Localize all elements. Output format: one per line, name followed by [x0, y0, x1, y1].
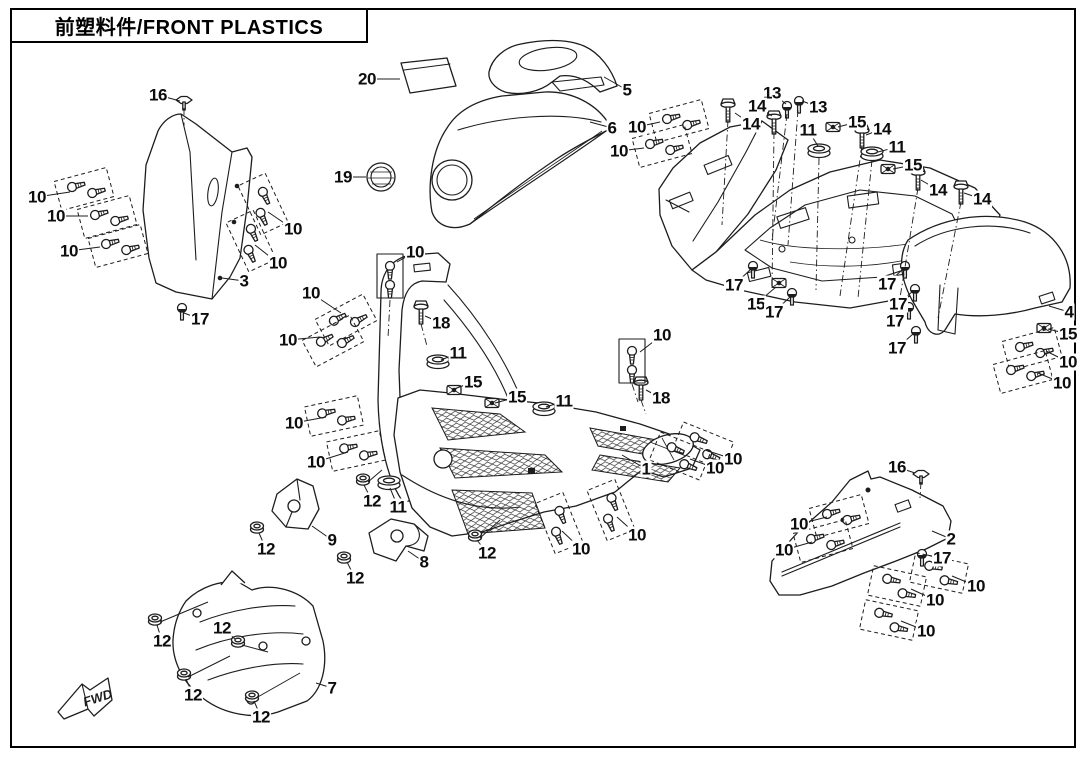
callout-label-17: 17 [764, 302, 784, 322]
callout-label-14: 14 [928, 180, 948, 200]
callout-label-10: 10 [27, 187, 47, 207]
callout-label-17: 17 [932, 548, 952, 568]
callout-label-9: 9 [326, 530, 338, 550]
callout-label-10: 10 [705, 458, 725, 478]
callout-label-10: 10 [723, 449, 743, 469]
callout-label-10: 10 [925, 590, 945, 610]
callout-label-10: 10 [774, 540, 794, 560]
callout-label-11: 11 [887, 137, 907, 157]
callout-label-10: 10 [571, 539, 591, 559]
callout-label-8: 8 [418, 552, 430, 572]
callout-label-12: 12 [152, 631, 172, 651]
fwd-direction-badge: FWD [57, 677, 115, 720]
callout-label-19: 19 [333, 167, 353, 187]
callout-label-10: 10 [609, 141, 629, 161]
callout-label-2: 2 [945, 529, 957, 549]
callout-label-7: 7 [326, 678, 338, 698]
part-4-overfender [900, 215, 1071, 335]
callout-label-10: 10 [284, 413, 304, 433]
callout-label-15: 15 [746, 294, 766, 314]
callout-label-10: 10 [278, 330, 298, 350]
callout-label-17: 17 [877, 274, 897, 294]
callout-label-3: 3 [238, 271, 250, 291]
callout-label-10: 10 [268, 253, 288, 273]
grille-upper [431, 407, 527, 441]
callout-label-18: 18 [651, 388, 671, 408]
callout-label-1: 1 [640, 459, 652, 479]
part-5-intake-pod [488, 39, 618, 95]
callout-label-11: 11 [388, 497, 408, 517]
callout-label-15: 15 [903, 155, 923, 175]
callout-label-10: 10 [1052, 373, 1072, 393]
part-2-sill-panel [769, 470, 952, 596]
callout-label-16: 16 [887, 457, 907, 477]
callout-label-17: 17 [724, 275, 744, 295]
callout-label-10: 10 [966, 576, 986, 596]
callout-label-10: 10 [301, 283, 321, 303]
callout-label-11: 11 [554, 391, 574, 411]
part-20-pad [400, 57, 457, 94]
callout-label-10: 10 [1058, 352, 1078, 372]
callout-label-17: 17 [190, 309, 210, 329]
callout-label-12: 12 [477, 543, 497, 563]
callout-label-10: 10 [59, 241, 79, 261]
callout-label-10: 10 [283, 219, 303, 239]
callout-label-13: 13 [808, 97, 828, 117]
callout-label-10: 10 [627, 525, 647, 545]
part-9-cover [271, 478, 320, 530]
callout-label-12: 12 [212, 618, 232, 638]
callout-label-20: 20 [357, 69, 377, 89]
part-3-side-panel [142, 113, 253, 300]
callout-label-6: 6 [606, 118, 618, 138]
callout-label-11: 11 [798, 120, 818, 140]
assembly-centerlines [159, 108, 962, 699]
part-19-emblem [366, 162, 396, 192]
part-6-hood [429, 91, 611, 229]
callout-label-17: 17 [887, 338, 907, 358]
callout-label-12: 12 [251, 707, 271, 727]
callout-label-10: 10 [627, 117, 647, 137]
callout-label-11: 11 [448, 343, 468, 363]
callout-label-16: 16 [148, 85, 168, 105]
part-1-front-fascia [393, 389, 701, 537]
callout-label-10: 10 [405, 242, 425, 262]
callout-label-15: 15 [1058, 324, 1078, 344]
callout-label-13: 13 [762, 83, 782, 103]
callout-label-10: 10 [789, 514, 809, 534]
callout-label-14: 14 [747, 96, 767, 116]
callout-label-15: 15 [507, 387, 527, 407]
callout-label-10: 10 [916, 621, 936, 641]
callout-label-12: 12 [256, 539, 276, 559]
grille-lower [451, 489, 546, 535]
page-border [10, 8, 1076, 748]
title-box: 前塑料件/FRONT PLASTICS [10, 8, 368, 43]
callout-label-17: 17 [885, 311, 905, 331]
callout-label-10: 10 [46, 206, 66, 226]
callout-label-10: 10 [306, 452, 326, 472]
callout-label-14: 14 [741, 114, 761, 134]
callout-label-15: 15 [463, 372, 483, 392]
callout-label-4: 4 [1063, 302, 1075, 322]
page-title: 前塑料件/FRONT PLASTICS [54, 17, 324, 39]
part-8-cover [368, 518, 429, 562]
callout-label-15: 15 [847, 112, 867, 132]
callout-label-18: 18 [431, 313, 451, 333]
callout-label-17: 17 [888, 294, 908, 314]
callout-label-12: 12 [362, 491, 382, 511]
callout-label-14: 14 [972, 189, 992, 209]
callout-label-12: 12 [183, 685, 203, 705]
callout-label-12: 12 [345, 568, 365, 588]
callout-label-5: 5 [621, 80, 633, 100]
callout-label-14: 14 [872, 119, 892, 139]
callout-label-10: 10 [652, 325, 672, 345]
